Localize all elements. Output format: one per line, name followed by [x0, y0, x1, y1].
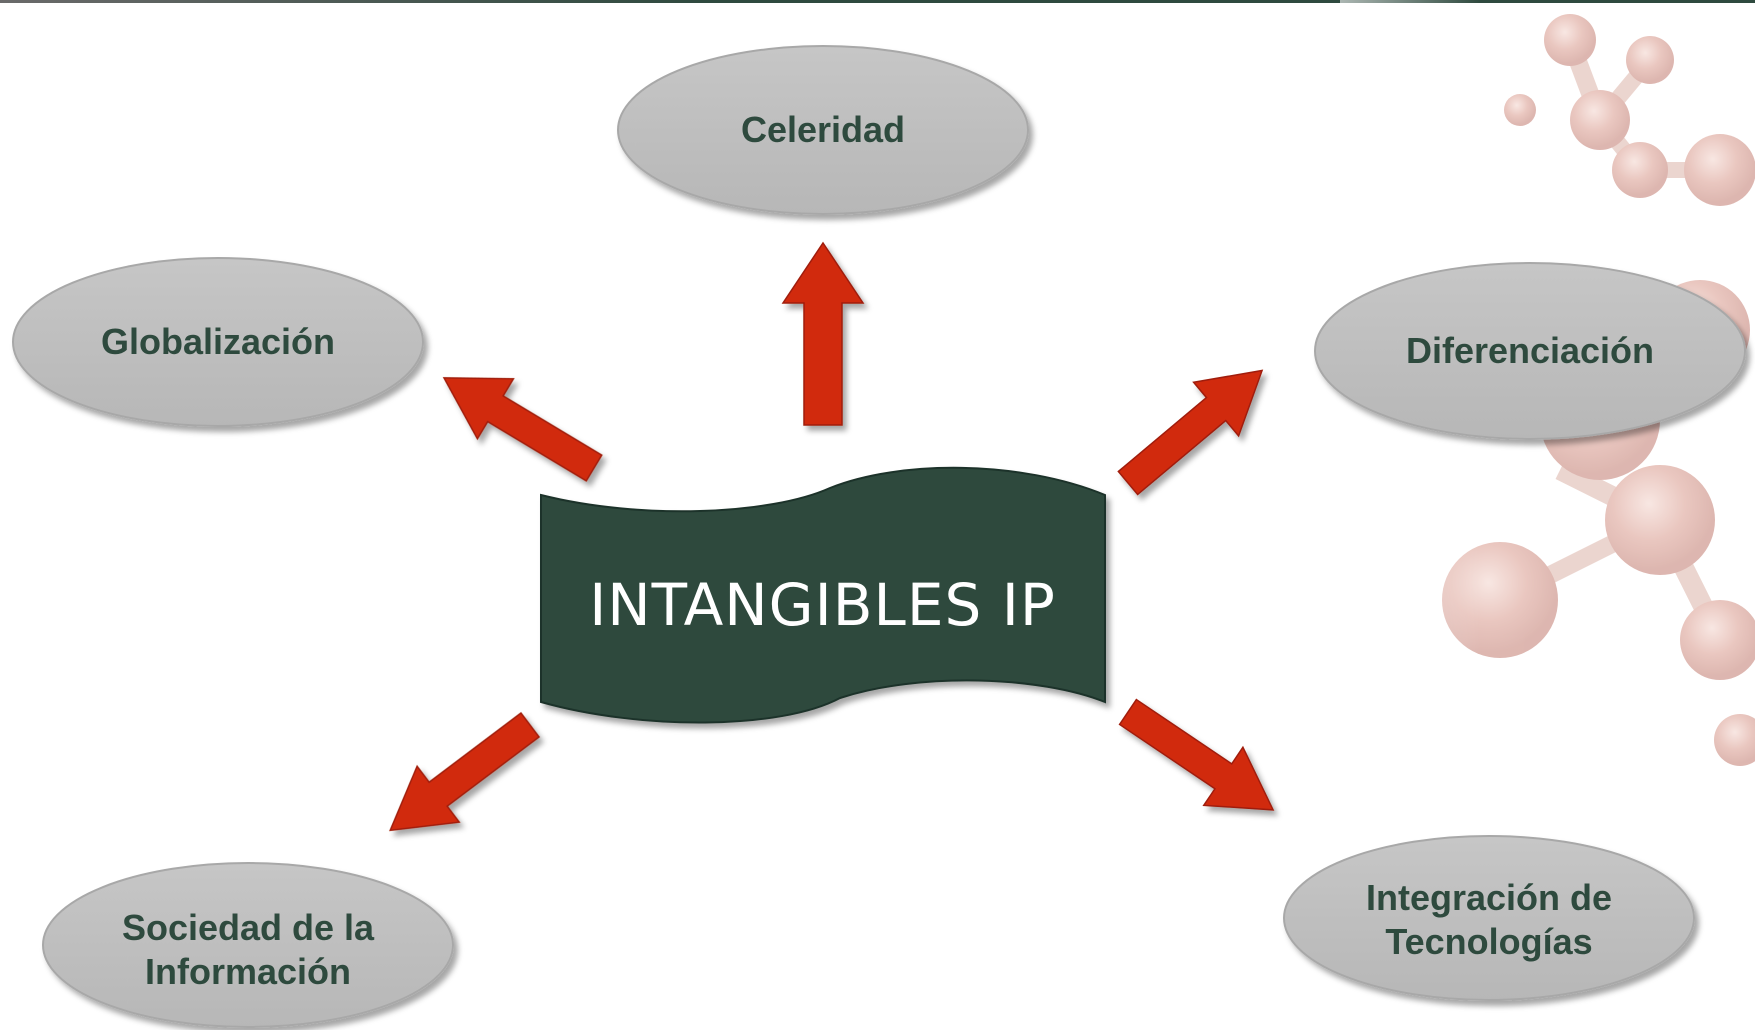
ellipse-globalizacion — [12, 257, 424, 427]
ellipse-celeridad — [617, 45, 1029, 215]
center-title: INTANGIBLES IP — [540, 555, 1105, 655]
node-integracion: Integración de Tecnologías — [1299, 875, 1679, 965]
ellipse-diferenciacion — [1314, 262, 1746, 440]
node-diferenciacion-label: Diferenciación — [1405, 330, 1655, 371]
node-celeridad: Celeridad — [633, 100, 1013, 160]
node-integracion-label-line1: Integración de — [1365, 877, 1613, 918]
top-border — [0, 0, 1755, 3]
arrow-to-integracion — [1118, 698, 1275, 811]
node-integracion-label-line2: Tecnologías — [1385, 921, 1593, 962]
ellipse-integracion — [1283, 835, 1695, 1001]
arrow-to-sociedad — [389, 711, 541, 832]
arrow-to-diferenciacion — [1117, 369, 1264, 496]
node-sociedad-label-line1: Sociedad de la — [121, 907, 375, 948]
node-globalizacion: Globalización — [28, 312, 408, 372]
ellipse-sociedad — [42, 862, 454, 1028]
node-globalizacion-label: Globalización — [100, 321, 336, 362]
node-sociedad: Sociedad de la Información — [58, 905, 438, 995]
node-sociedad-label-line2: Información — [144, 951, 351, 992]
center-title-label: INTANGIBLES IP — [589, 571, 1056, 639]
arrow-to-globalizacion — [442, 377, 603, 482]
center-banner-shape — [540, 466, 1106, 724]
node-celeridad-label: Celeridad — [740, 109, 906, 150]
node-diferenciacion: Diferenciación — [1340, 321, 1720, 381]
arrow-to-celeridad — [781, 241, 865, 426]
